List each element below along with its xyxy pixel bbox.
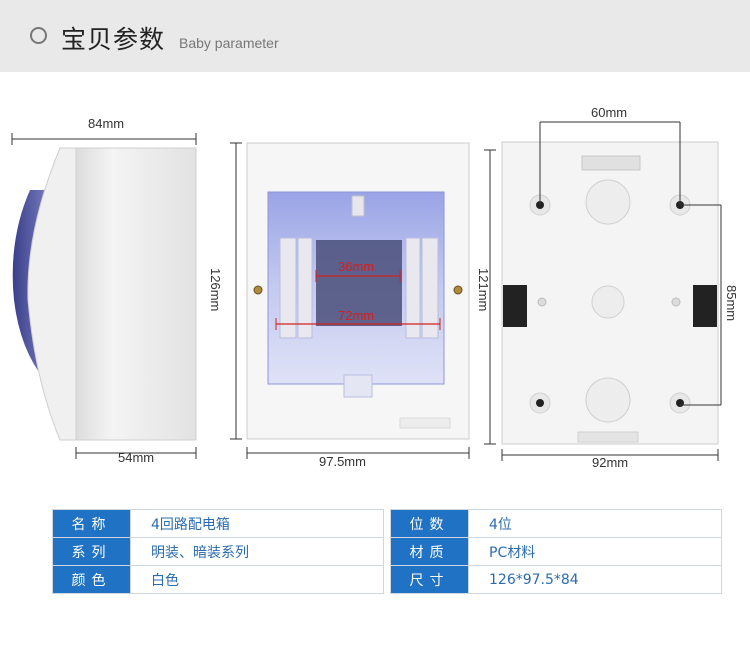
spec-row: 系列 明装、暗装系列 — [52, 537, 384, 566]
spec-row: 颜色 白色 — [52, 565, 384, 594]
circle-icon — [30, 27, 47, 44]
spec-label: 材质 — [390, 537, 469, 566]
spec-value: 4位 — [468, 509, 722, 538]
spec-value: 126*97.5*84 — [468, 565, 722, 594]
spec-label: 系列 — [52, 537, 131, 566]
back-hole-v-label: 85mm — [724, 285, 739, 322]
spec-label: 颜色 — [52, 565, 131, 594]
spec-label: 名称 — [52, 509, 131, 538]
section-header: 宝贝参数 Baby parameter — [0, 0, 750, 72]
front-height-label: 126mm — [208, 268, 223, 312]
front-view — [246, 142, 470, 440]
spec-row: 名称 4回路配电箱 — [52, 509, 384, 538]
front-width-label: 97.5mm — [319, 454, 366, 469]
side-width-label: 84mm — [88, 116, 125, 131]
spec-row: 材质 PC材料 — [390, 537, 722, 566]
back-view — [501, 141, 719, 445]
spec-value: 明装、暗装系列 — [130, 537, 384, 566]
spec-value: PC材料 — [468, 537, 722, 566]
product-figures — [11, 121, 722, 461]
spec-row: 尺寸 126*97.5*84 — [390, 565, 722, 594]
section-subtitle: Baby parameter — [179, 35, 279, 51]
back-width-label: 92mm — [592, 455, 629, 470]
spec-table-right: 位数 4位 材质 PC材料 尺寸 126*97.5*84 — [390, 509, 722, 594]
back-height-label: 121mm — [476, 268, 491, 312]
spec-row: 位数 4位 — [390, 509, 722, 538]
spec-table-left: 名称 4回路配电箱 系列 明装、暗装系列 颜色 白色 — [52, 509, 384, 594]
spec-label: 尺寸 — [390, 565, 469, 594]
inner-width-large-label: 72mm — [338, 308, 375, 323]
back-hole-h-label: 60mm — [591, 105, 628, 120]
spec-label: 位数 — [390, 509, 469, 538]
side-view — [12, 147, 197, 441]
section-title: 宝贝参数 — [61, 25, 166, 54]
inner-width-small-label: 36mm — [338, 259, 375, 274]
spec-value: 白色 — [130, 565, 384, 594]
spec-value: 4回路配电箱 — [130, 509, 384, 538]
side-depth-label: 54mm — [118, 450, 155, 465]
